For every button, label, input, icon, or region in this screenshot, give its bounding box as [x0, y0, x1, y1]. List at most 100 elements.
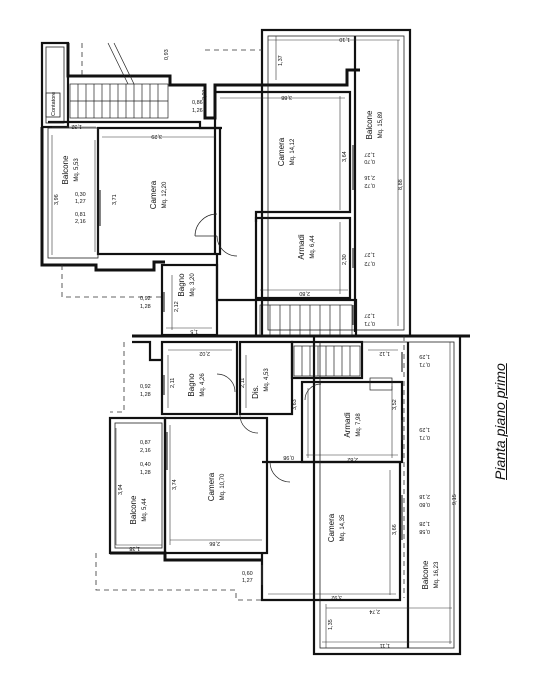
room-labels: Balcone Mq. 15,89 Camera Mq. 14,12 Camer…: [61, 110, 440, 589]
dim-label: 1,29: [419, 353, 430, 359]
dim-label: 2,16: [140, 448, 151, 454]
dim-label: 2,11: [170, 378, 176, 388]
dim-label: 0,71: [419, 361, 430, 367]
dim-label: 0,60: [242, 571, 253, 577]
dim-label: 0,92: [140, 296, 151, 302]
stairs-upper: [69, 42, 169, 119]
dim-label: 3,96: [54, 194, 60, 205]
room-name: Balcone: [129, 495, 138, 524]
doors: [194, 213, 322, 483]
contatore-label: Contatore: [51, 92, 57, 116]
room-area: Mq. 12,20: [162, 181, 168, 208]
dim-label: 0,81: [75, 212, 86, 218]
dim-label: 0,58: [419, 528, 430, 534]
dim-label: 3,29: [151, 133, 162, 139]
room-name: Balcone: [61, 155, 70, 184]
room-name: Camera: [207, 472, 216, 501]
dim-label: 0,71: [419, 434, 430, 440]
dim-label: 0,71: [364, 320, 375, 326]
dim-label: 2,80: [299, 290, 310, 296]
dim-label: 1,27: [364, 251, 375, 257]
dim-label: 0,93: [164, 49, 170, 60]
dim-label: 0,72: [364, 260, 375, 266]
drawing-title: Pianta piano primo: [492, 363, 508, 480]
room-area: Mq. 10,70: [220, 473, 226, 500]
dim-label: 1,26: [192, 108, 203, 114]
room-name: Bagno: [187, 373, 196, 397]
dim-label: 2,02: [199, 350, 210, 356]
dim-label: 2,16: [364, 174, 375, 180]
dim-label: 1,5: [190, 328, 198, 334]
room-name: Camera: [327, 513, 336, 542]
stairs-mid: [259, 304, 353, 336]
dim-label: 3,92: [331, 594, 342, 600]
dim-label: 1,12: [379, 350, 390, 356]
stairs-lower: [293, 345, 393, 391]
dim-label: 3,88: [281, 94, 292, 100]
dim-label: 1,27: [364, 312, 375, 318]
dim-label: 3,64: [342, 151, 348, 162]
dim-label: 2,82: [347, 456, 358, 462]
dim-label: 1,35: [328, 619, 334, 630]
dim-label: 1,32: [71, 123, 82, 129]
room-area: Mq. 15,89: [378, 111, 384, 138]
dim-label: 1,27: [242, 578, 253, 584]
dim-label: 1,28: [140, 304, 151, 310]
room-area: Mq. 4,26: [200, 373, 206, 397]
room-area: Mq. 4,53: [264, 368, 270, 392]
room-name: Balcone: [421, 560, 430, 589]
dimension-labels: 0,93 2,21 0,86 1,26 1,10 1,37 3,88 3,64 …: [54, 36, 458, 648]
dim-label: 3,71: [112, 194, 118, 205]
contatore-box: Contatore: [45, 92, 61, 118]
dim-label: 2,11: [240, 378, 246, 388]
dim-label: 1,27: [75, 199, 86, 205]
dim-label: 2,86: [209, 540, 220, 546]
dim-label: 0,70: [364, 158, 375, 164]
dim-label: 0,87: [140, 440, 151, 446]
dim-label: 1,28: [419, 520, 430, 526]
dim-label: 2,74: [369, 608, 380, 614]
room-name: Armadi: [343, 412, 352, 438]
dim-label: 1,10: [339, 36, 350, 42]
dim-label: 0,30: [75, 192, 86, 198]
dim-label: 3,66: [392, 524, 398, 535]
dim-label: 2,18: [419, 493, 430, 499]
dim-label: 1,37: [278, 55, 284, 66]
dim-label: 1,38: [129, 545, 140, 551]
room-name: Camera: [149, 180, 158, 209]
dim-label: 1,29: [419, 426, 430, 432]
room-area: Mq. 5,44: [142, 498, 148, 522]
room-name: Camera: [277, 137, 286, 166]
dim-label: 3,63: [292, 399, 298, 410]
room-area: Mq. 14,35: [340, 514, 346, 541]
dim-label: 0,80: [419, 501, 430, 507]
dim-label: 2,30: [342, 254, 348, 265]
room-area: Mq. 5,53: [74, 158, 80, 182]
dim-label: 1,28: [140, 392, 151, 398]
dim-label: 3,94: [118, 484, 124, 495]
dim-label: 0,98: [283, 454, 294, 460]
dim-label: 3,74: [172, 479, 178, 490]
room-name: Bagno: [177, 273, 186, 297]
room-area: Mq. 7,98: [356, 413, 362, 437]
dimension-lines: [51, 36, 452, 648]
dim-label: 0,40: [140, 462, 151, 468]
dim-label: 9,15: [452, 494, 458, 505]
dim-label: 1,11: [380, 642, 390, 648]
room-area: Mq. 14,12: [290, 138, 296, 165]
dim-label: 0,72: [364, 182, 375, 188]
upper-unit-walls: [40, 28, 412, 338]
dim-label: 2,16: [75, 219, 86, 225]
dim-label: 2,21: [202, 89, 208, 100]
dim-label: 2,12: [174, 301, 180, 312]
room-area: Mq. 3,20: [190, 273, 196, 297]
dim-label: 0,86: [192, 100, 203, 106]
room-name: Balcone: [365, 110, 374, 139]
dashed-outline: [61, 43, 405, 601]
room-name: Dis.: [251, 385, 260, 399]
room-area: Mq. 16,23: [434, 561, 440, 588]
dim-label: 8,88: [398, 179, 404, 190]
lower-unit-walls: [108, 334, 462, 656]
windows: [99, 145, 403, 585]
